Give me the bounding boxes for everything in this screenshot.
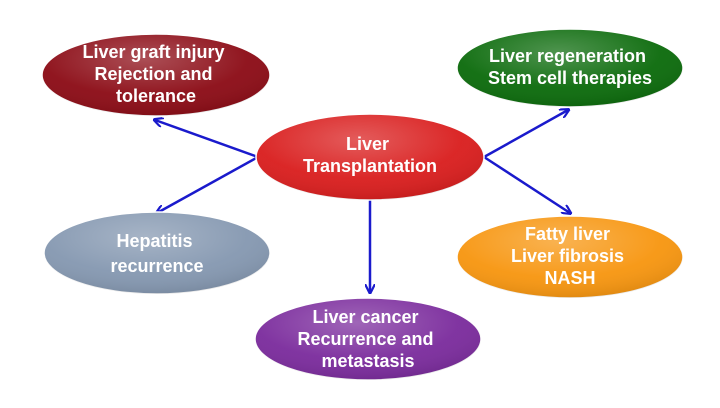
fatty-label-line-3: NASH	[544, 268, 595, 288]
svg-text:Liver regeneration Ste: Liver regeneration Stem cell therapies	[488, 46, 652, 88]
svg-text:Fatty liver Liver fibr: Fatty liver Liver fibrosis NASH	[511, 224, 629, 288]
node-graft: Liver graft injury Rejection and toleran…	[41, 33, 271, 117]
node-center: Liver Transplantation	[255, 113, 485, 201]
node-fatty: Fatty liver Liver fibrosis NASH	[456, 215, 684, 299]
center-label-line-1: Liver	[346, 134, 389, 154]
svg-text:Liver graft injury Rej: Liver graft injury Rejection and toleran…	[82, 42, 229, 106]
regeneration-label-line-1: Liver regeneration	[489, 46, 646, 66]
hepatitis-label-line-2: recurrence	[110, 256, 203, 276]
fatty-label-line-1: Fatty liver	[525, 224, 610, 244]
graft-label-line-3: tolerance	[116, 86, 196, 106]
arrow-to-fatty	[483, 155, 570, 213]
regeneration-label-line-2: Stem cell therapies	[488, 68, 652, 88]
node-hepatitis: Hepatitis recurrence	[43, 211, 271, 295]
cancer-label-line-1: Liver cancer	[312, 307, 418, 327]
svg-text:Liver Transplantation: Liver Transplantation	[303, 134, 437, 176]
graft-label-line-2: Rejection and	[94, 64, 212, 84]
arrow-to-hepatitis	[157, 155, 259, 213]
svg-text:Hepatitis recurrence: Hepatitis recurrence	[110, 231, 203, 276]
hepatitis-label-line-1: Hepatitis	[116, 231, 192, 251]
node-regeneration: Liver regeneration Stem cell therapies	[456, 28, 684, 108]
graft-label-line-1: Liver graft injury	[82, 42, 224, 62]
cancer-label-line-2: Recurrence and	[297, 329, 433, 349]
svg-text:Liver cancer Recurrenc: Liver cancer Recurrence and metastasis	[297, 307, 438, 371]
node-cancer: Liver cancer Recurrence and metastasis	[254, 297, 482, 381]
arrow-to-graft	[155, 120, 259, 159]
cancer-label-line-3: metastasis	[321, 351, 414, 371]
edges-layer	[155, 110, 570, 292]
center-label-line-2: Transplantation	[303, 156, 437, 176]
arrow-to-regeneration	[483, 110, 568, 159]
fatty-label-line-2: Liver fibrosis	[511, 246, 624, 266]
